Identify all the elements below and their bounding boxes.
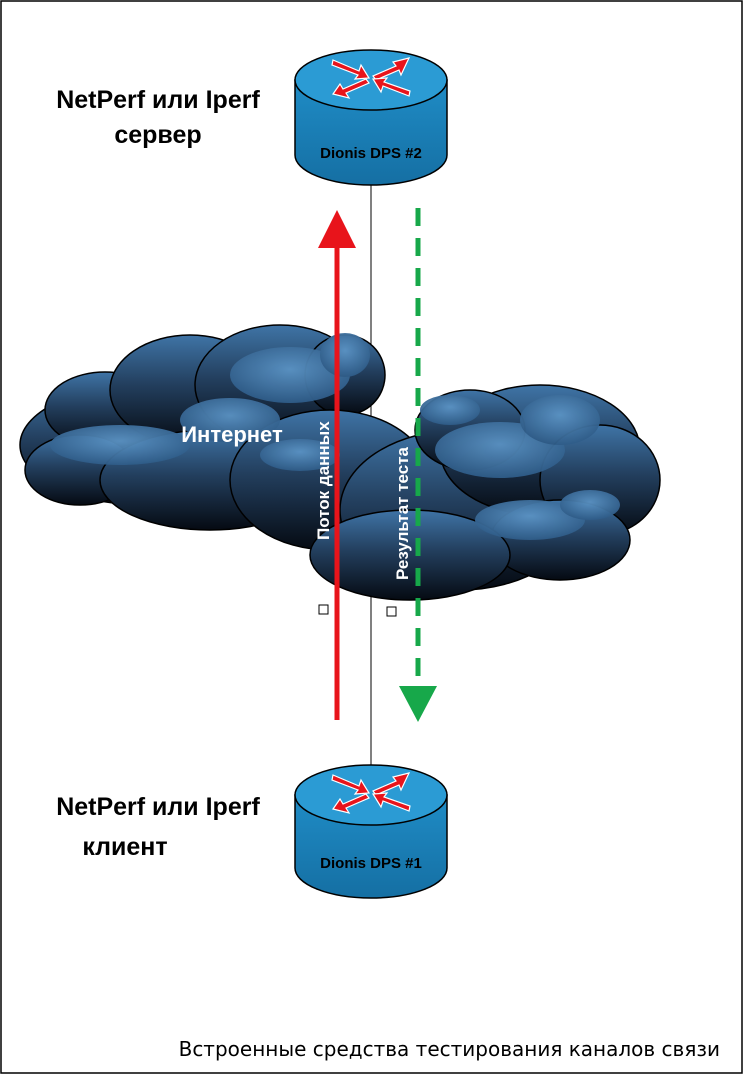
server-label-line1: NetPerf или Iperf	[56, 86, 260, 114]
router-client-name: Dionis DPS #1	[320, 855, 422, 872]
server-label-line2: сервер	[114, 121, 201, 149]
router-client: Dionis DPS #1	[294, 764, 448, 899]
cloud-label: Интернет	[181, 422, 283, 447]
internet-cloud: Интернет	[19, 324, 661, 601]
client-label-line2: клиент	[82, 833, 167, 861]
router-server-name: Dionis DPS #2	[320, 145, 422, 162]
data-flow-arrow	[318, 210, 356, 720]
caption: Встроенные средства тестирования каналов…	[179, 1037, 720, 1061]
marker-right	[386, 606, 397, 617]
router-server: Dionis DPS #2	[294, 49, 448, 186]
test-result-label: Результат теста	[393, 446, 412, 580]
data-flow-label: Поток данных	[314, 421, 333, 540]
marker-left	[318, 604, 329, 615]
client-label-line1: NetPerf или Iperf	[56, 793, 260, 821]
test-result-arrow	[399, 208, 437, 722]
